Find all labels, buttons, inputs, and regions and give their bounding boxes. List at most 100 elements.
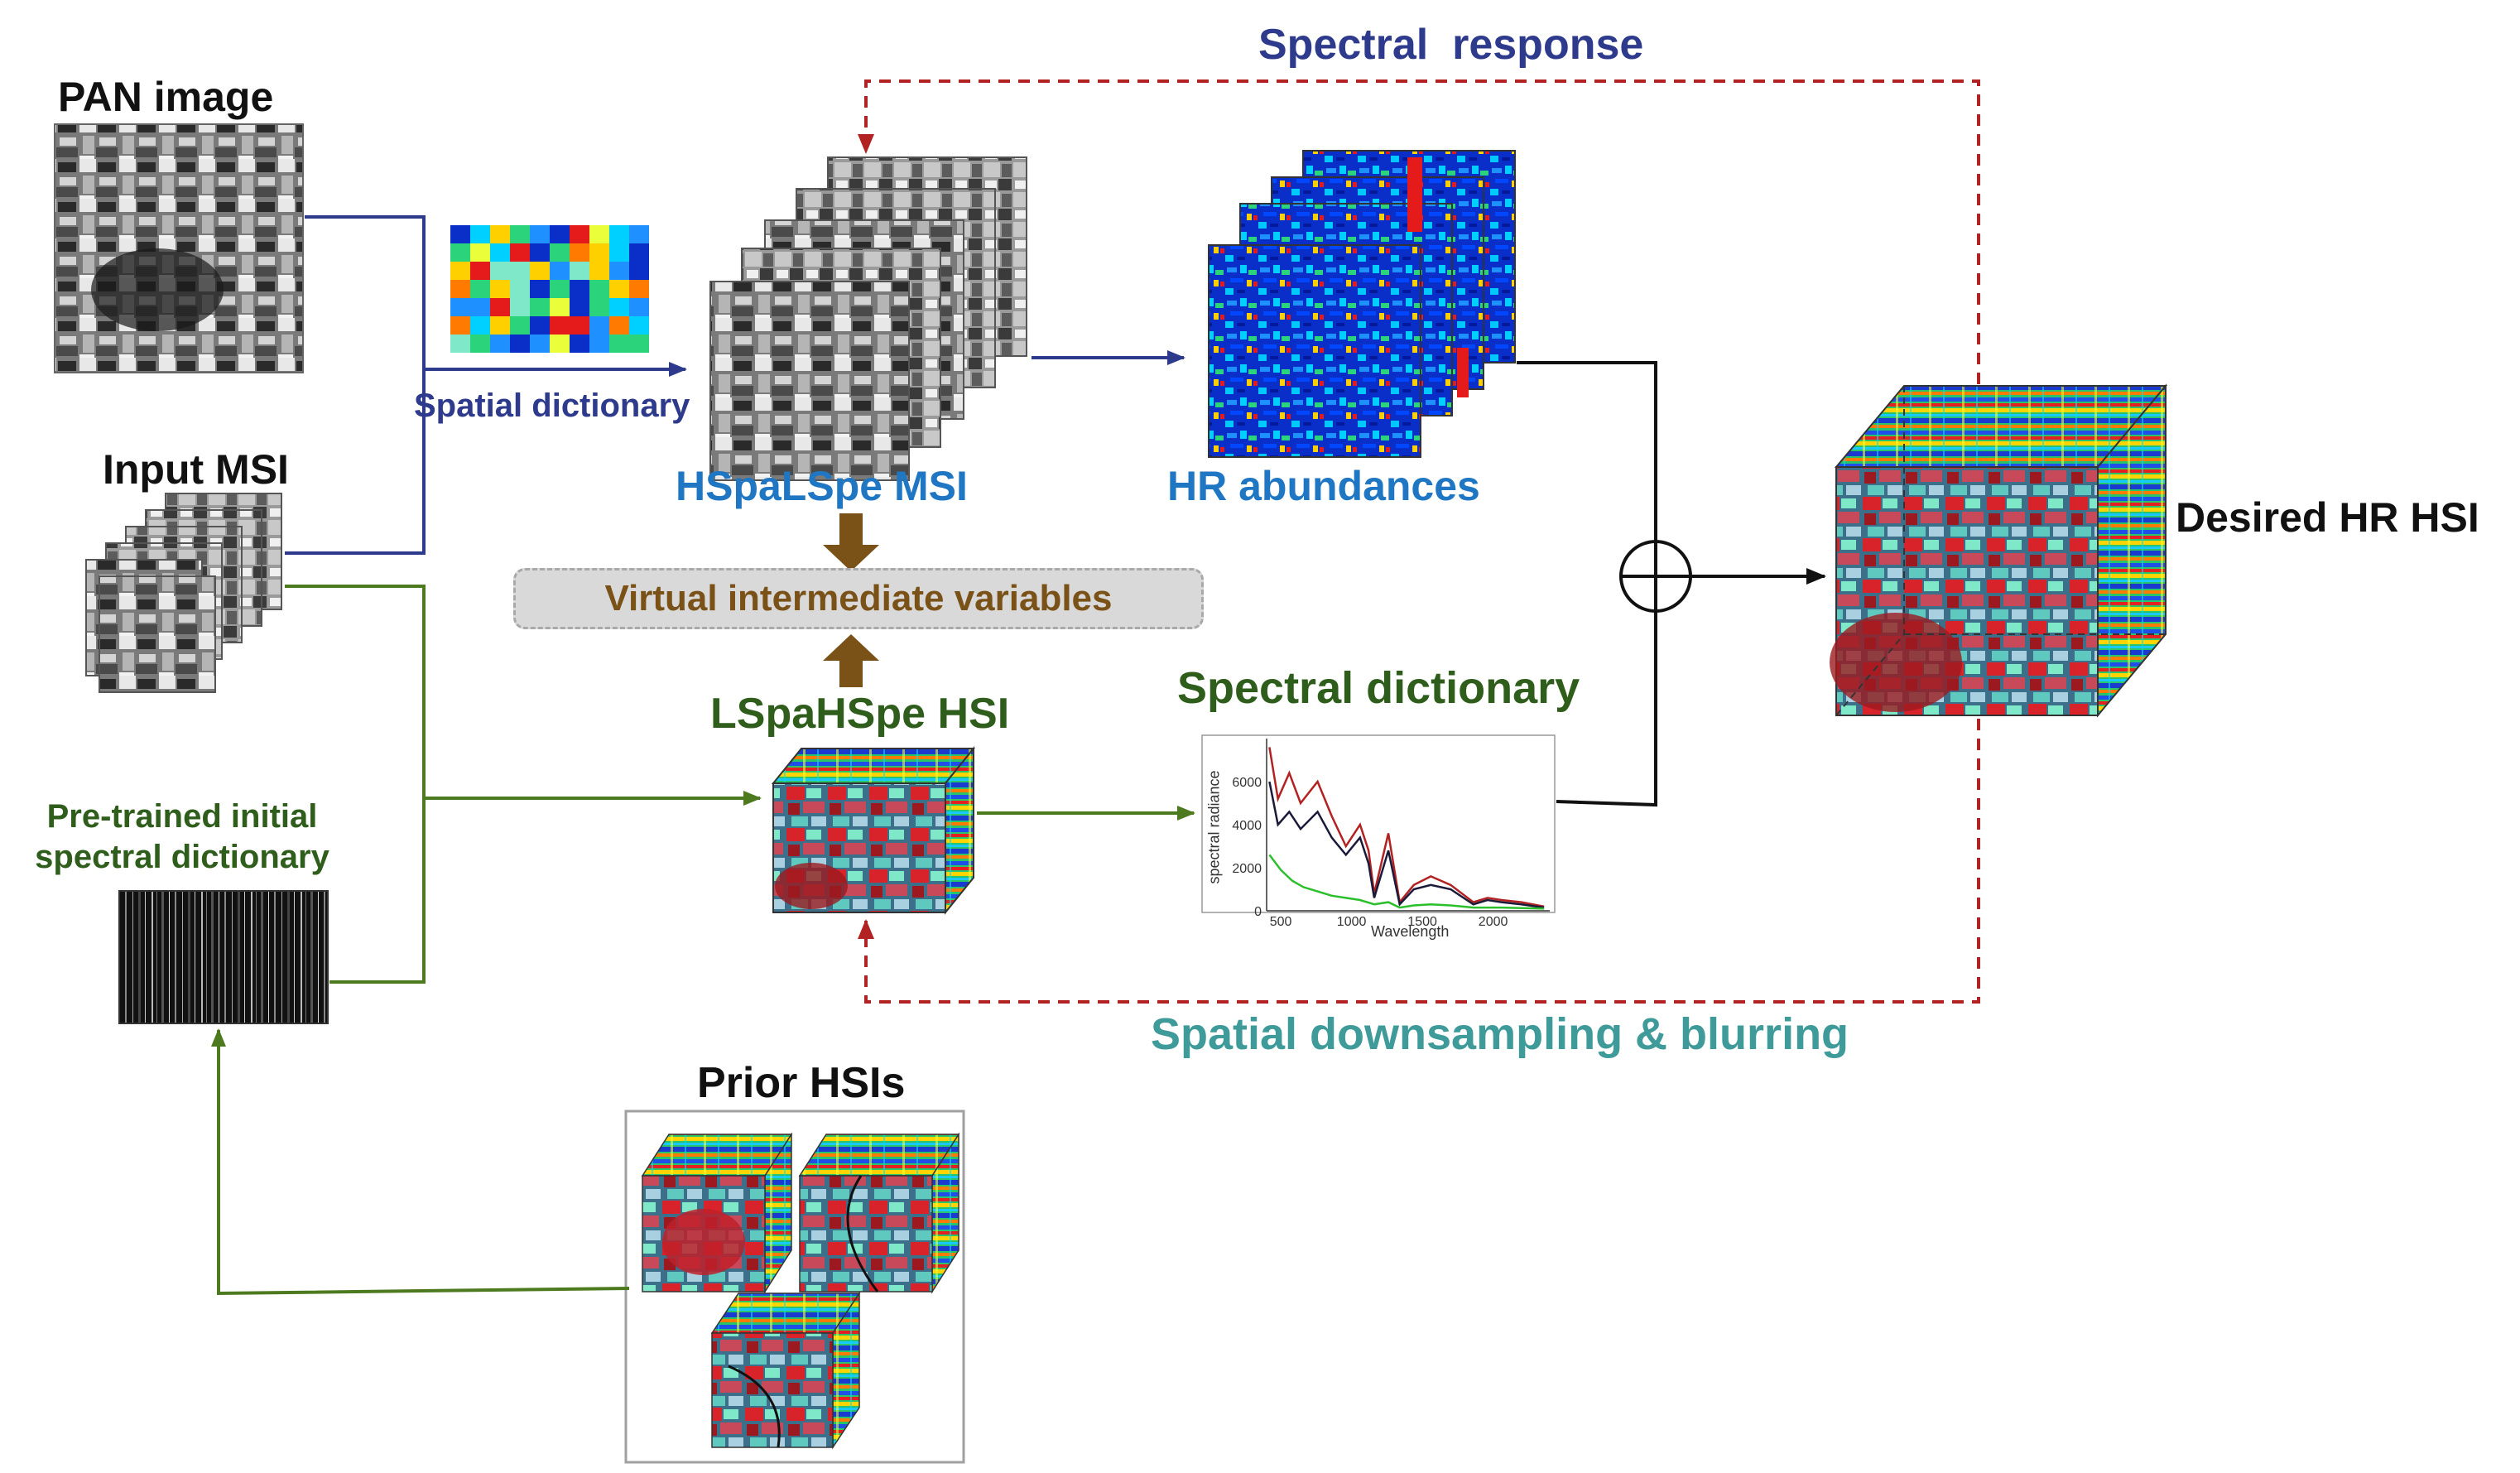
spatial-dictionary-cell [510,243,530,262]
pretrained-dictionary-image [118,890,329,1024]
spectral-plot-ytick: 2000 [1232,862,1262,876]
spatial-dictionary-cell [589,262,609,280]
spatial-dictionary-cell [629,262,649,280]
spectral-plot-xtick: 1500 [1407,915,1437,929]
spectral-response-label: Spectral response [1258,21,1644,69]
spatial-dictionary-cell [470,262,490,280]
virtual-variable-arrows [823,513,879,687]
spatial-dictionary-cell [530,316,550,335]
spatial-dictionary-cell [530,225,550,243]
spatial-dictionary-cell [490,335,510,353]
spatial-dictionary-cell [470,243,490,262]
spatial-dictionary-cell [629,280,649,298]
spatial-dictionary-cell [629,335,649,353]
spatial-dictionary-cell [490,280,510,298]
spatial-dictionary-cell [510,225,530,243]
spatial-dictionary-cell [510,335,530,353]
spectral-dictionary-label: Spectral dictionary [1177,663,1580,713]
spatial-dictionary-cell [609,243,629,262]
spatial-dictionary-cell [470,298,490,316]
spatial-dictionary-cell [530,262,550,280]
spatial-dictionary-cell [570,225,589,243]
spatial-dictionary-cell [450,225,470,243]
spatial-dictionary-cell [550,262,570,280]
spatial-dictionary-cell [490,316,510,335]
hspalspe-msi-stack [709,156,1027,481]
spatial-dictionary-cell [609,280,629,298]
spatial-dictionary-cell [589,316,609,335]
spatial-dictionary-label: Spatial dictionary [414,388,690,424]
desired-hr-hsi-cube [1830,383,2168,718]
spectral-plot-xtick: 2000 [1479,915,1508,929]
spatial-dictionary-cell [550,243,570,262]
spatial-dictionary-cell [530,298,550,316]
spatial-dictionary-cell [510,262,530,280]
pretrained-line-1: Pre-trained initial [46,798,318,835]
desired-hr-hsi-label: Desired HR HSI [2176,494,2479,541]
spatial-dictionary-cell [589,280,609,298]
spatial-dictionary-cell [629,243,649,262]
spatial-dictionary-cell [550,298,570,316]
prior-hsis-label: Prior HSIs [697,1059,906,1107]
spectral-curve-2 [1268,781,1545,909]
spatial-dictionary-cell [470,316,490,335]
spatial-dictionary-cell [589,225,609,243]
spectral-plot-ytick: 6000 [1232,776,1262,790]
virtual-intermediate-box: Virtual intermediate variables [513,568,1204,629]
spectral-plot-xtick: 1000 [1337,915,1367,929]
spectral-plot-xtick: 500 [1270,915,1292,929]
spatial-dictionary-cell [550,280,570,298]
spectral-plot-ytick: 4000 [1232,819,1262,833]
spatial-dictionary-cell [530,280,550,298]
spectral-plot-ytick: 0 [1254,905,1262,919]
spatial-dictionary-cell [629,316,649,335]
spatial-dictionary-cell [570,335,589,353]
input-msi-label: Input MSI [103,446,289,493]
spatial-dictionary-grid [450,225,649,353]
spatial-dictionary-cell [550,316,570,335]
spatial-dictionary-cell [589,243,609,262]
spatial-dictionary-cell [629,225,649,243]
spatial-dictionary-cell [609,316,629,335]
spatial-dictionary-cell [450,243,470,262]
spatial-dictionary-cell [510,298,530,316]
spatial-dictionary-cell [530,335,550,353]
spatial-dictionary-cell [609,225,629,243]
spatial-dictionary-cell [450,262,470,280]
fusion-connectors [1517,361,1826,807]
spatial-dictionary-cell [530,243,550,262]
pan-image [54,123,304,373]
spatial-dictionary-cell [490,298,510,316]
spatial-dictionary-cell [490,243,510,262]
hr-abundances-stack [1208,150,1516,458]
spatial-dictionary-cell [550,225,570,243]
spatial-dictionary-cell [470,335,490,353]
spectral-plot-ylabel: spectral radiance [1205,770,1223,884]
lspahspe-hsi-label: LSpaHSpe HSI [710,690,1010,738]
spatial-dictionary-cell [490,262,510,280]
msi-branch-connectors [285,215,1185,555]
pretrained-dictionary-label: Pre-trained initial spectral dictionary [17,797,348,878]
prior-hsis-panel [624,1110,965,1464]
spatial-downsampling-label: Spatial downsampling & blurring [1151,1009,1849,1059]
spectral-plot-xlabel: Wavelength [1371,923,1450,940]
spatial-dictionary-cell [570,243,589,262]
spatial-dictionary-cell [490,225,510,243]
spatial-dictionary-cell [450,280,470,298]
spatial-dictionary-cell [570,298,589,316]
spatial-dictionary-cell [450,316,470,335]
spatial-dictionary-cell [570,262,589,280]
spatial-dictionary-cell [570,280,589,298]
spatial-dictionary-cell [550,335,570,353]
lspahspe-hsi-cube [771,746,976,915]
hspalspe-msi-label: HSpaLSpe MSI [676,463,968,509]
spatial-dictionary-cell [589,335,609,353]
spatial-dictionary-cell [609,298,629,316]
spatial-dictionary-cell [609,335,629,353]
spectral-response-loop [858,79,1980,1004]
spatial-dictionary-cell [450,298,470,316]
spectral-curve-1 [1268,747,1545,908]
spectral-curve-3 [1268,854,1545,910]
spatial-dictionary-cell [570,316,589,335]
